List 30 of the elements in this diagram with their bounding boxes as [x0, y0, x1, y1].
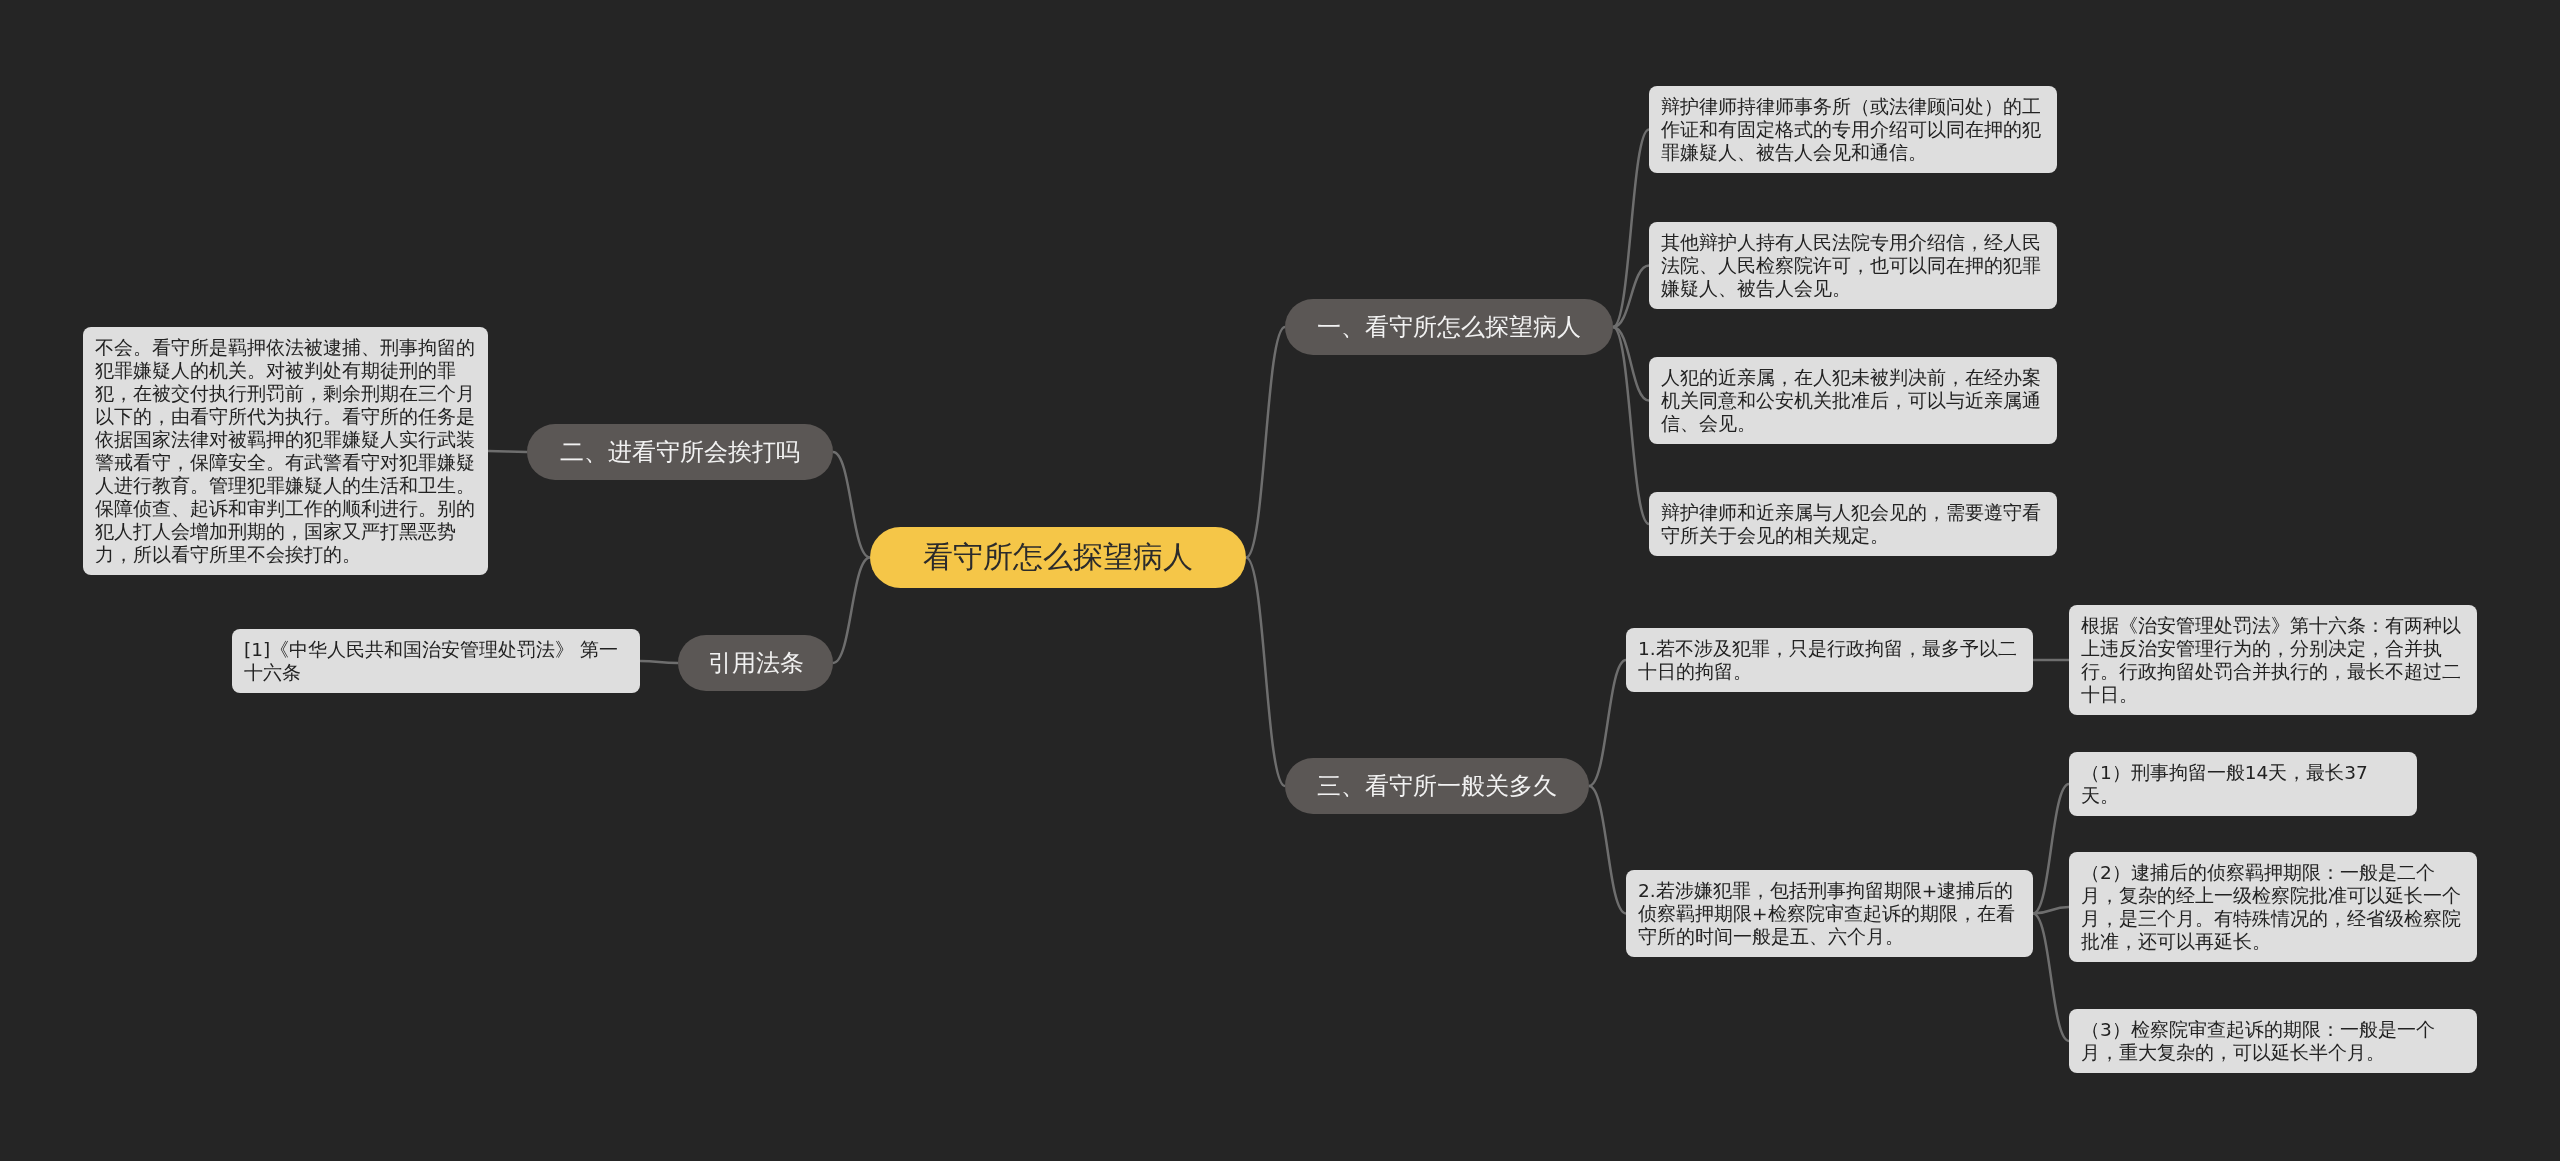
connector-line [1245, 326, 1286, 559]
connector-line [2033, 658, 2069, 662]
note-card: 辩护律师持律师事务所（或法律顾问处）的工作证和有固定格式的专用介绍可以同在押的犯罪嫌疑人、被告人会见和通信。 [1649, 85, 2057, 173]
connector-line [2032, 912, 2070, 1043]
note-card: 辩护律师和近亲属与人犯会见的，需要遵守看守所关于会见的相关规定。 [1649, 492, 2057, 556]
note-card: 1.若不涉及犯罪，只是行政拘留，最多予以二十日的拘留。 [1626, 628, 2033, 692]
branch-topic: 三、看守所一般关多久 [1285, 758, 1589, 814]
note-card: 2.若涉嫌犯罪，包括刑事拘留期限+逮捕后的侦察羁押期限+检察院审查起诉的期限，在看守所的时间一般是五、六个月。 [1626, 869, 2033, 957]
connector-line [832, 450, 871, 559]
connector-line [2032, 782, 2070, 915]
connector-line [488, 449, 527, 454]
note-card: （2）逮捕后的侦察羁押期限：一般是二个月，复杂的经上一级检察院批准可以延长一个月，是三个月。有特殊情况的，经省级检察院批准，还可以再延长。 [2069, 852, 2477, 962]
note-card: 不会。看守所是羁押依法被逮捕、刑事拘留的犯罪嫌疑人的机关。对被判处有期徒刑的罪犯，在被交付执行刑罚前，剩余刑期在三个月以下的，由看守所代为执行。看守所的任务是依据国家法律对被羁押的犯罪嫌疑人实行武装警戒看守，保障安全。有武警看守对犯罪嫌疑人进行教育。管理犯罪嫌疑人的生活和卫生。保障侦查、起诉和审判工作的顺利进行。别的犯人打人会增加刑期的，国家又严打黑恶势力，所以看守所里不会挨打的。 [83, 327, 488, 575]
note-card: [1]《中华人民共和国治安管理处罚法》 第一十六条 [232, 629, 640, 693]
connector-line [1588, 784, 1627, 915]
connector-line [640, 659, 678, 665]
connector-line [1588, 658, 1627, 788]
note-card: 根据《治安管理处罚法》第十六条：有两种以上违反治安管理行为的，分别决定，合并执行。行政拘留处罚合并执行的，最长不超过二十日。 [2069, 605, 2477, 715]
note-card: （1）刑事拘留一般14天，最长37天。 [2069, 752, 2417, 816]
note-card: （3）检察院审查起诉的期限：一般是一个月，重大复杂的，可以延长半个月。 [2069, 1009, 2477, 1073]
branch-topic: 一、看守所怎么探望病人 [1285, 299, 1613, 355]
connector-line [1245, 556, 1286, 787]
note-card: 人犯的近亲属，在人犯未被判决前，在经办案机关同意和公安机关批准后，可以与近亲属通信、会见。 [1649, 356, 2057, 444]
central-topic: 看守所怎么探望病人 [870, 526, 1246, 588]
note-card: 其他辩护人持有人民法院专用介绍信，经人民法院、人民检察院许可，也可以同在押的犯罪嫌疑人、被告人会见。 [1649, 221, 2057, 309]
connector-line [1612, 128, 1650, 328]
branch-topic: 引用法条 [678, 635, 833, 691]
connector-line [832, 556, 871, 665]
branch-topic: 二、进看守所会挨打吗 [527, 424, 833, 480]
connector-line [1612, 326, 1650, 525]
